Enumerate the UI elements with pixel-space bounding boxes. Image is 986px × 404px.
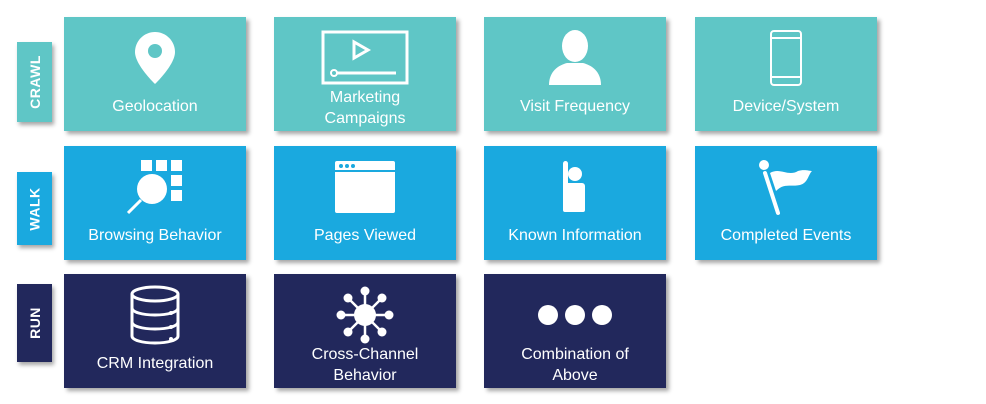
stage-label-walk: WALK <box>17 172 52 245</box>
stage-label-crawl: CRAWL <box>17 42 52 122</box>
user-silhouette-icon <box>484 27 666 89</box>
tile-label: Completed Events <box>720 226 852 244</box>
tile-visit-frequency: Visit Frequency <box>484 17 666 131</box>
tile-completed-events: Completed Events <box>695 146 877 260</box>
magnifier-grid-icon <box>64 156 246 218</box>
tile-device-system: Device/System <box>695 17 877 131</box>
tile-crm-integration: CRM Integration <box>64 274 246 388</box>
tile-label: Geolocation <box>112 97 198 115</box>
tile-label: Visit Frequency <box>520 97 630 115</box>
smartphone-icon <box>695 27 877 89</box>
browser-window-icon <box>274 156 456 218</box>
stage-label-text: RUN <box>26 307 43 339</box>
tile-label: Browsing Behavior <box>88 226 222 244</box>
tile-label: Pages Viewed <box>314 226 416 244</box>
raised-hand-person-icon <box>484 156 666 218</box>
tile-combination-of-above: Combination of Above <box>484 274 666 388</box>
video-player-icon <box>274 27 456 89</box>
map-pin-icon <box>64 27 246 89</box>
stage-label-text: CRAWL <box>26 55 43 109</box>
tile-marketing-campaigns: Marketing Campaigns <box>274 17 456 131</box>
tile-browsing-behavior: Browsing Behavior <box>64 146 246 260</box>
network-hub-icon <box>274 284 456 346</box>
tile-pages-viewed: Pages Viewed <box>274 146 456 260</box>
more-dots-icon <box>484 284 666 346</box>
flag-icon <box>695 156 877 218</box>
stage-label-text: WALK <box>26 186 43 231</box>
tile-label: Device/System <box>732 97 840 115</box>
tile-label: Cross-Channel Behavior <box>311 346 419 384</box>
tile-known-information: Known Information <box>484 146 666 260</box>
tile-cross-channel-behavior: Cross-Channel Behavior <box>274 274 456 388</box>
tile-geolocation: Geolocation <box>64 17 246 131</box>
tile-label: CRM Integration <box>96 354 214 372</box>
tile-label: Known Information <box>508 226 642 244</box>
stage-label-run: RUN <box>17 284 52 362</box>
tile-label: Combination of Above <box>521 346 629 384</box>
database-icon <box>64 284 246 346</box>
tile-label: Marketing Campaigns <box>324 89 406 127</box>
